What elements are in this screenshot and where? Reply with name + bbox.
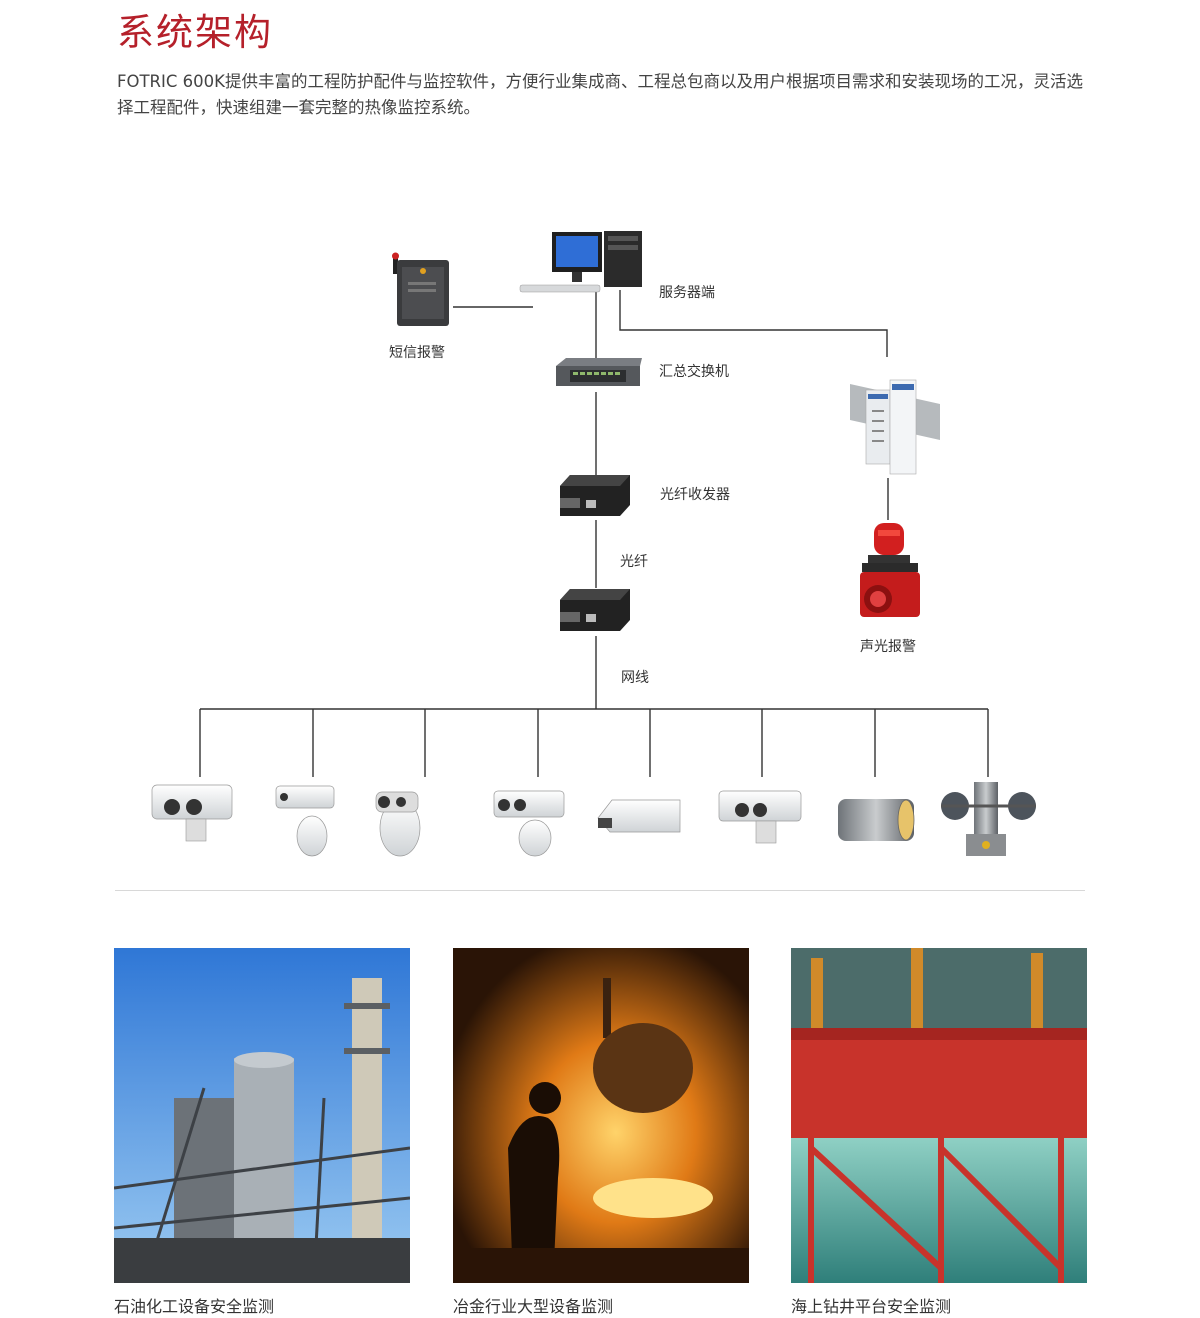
transceiver-label: 光纤收发器 — [660, 487, 730, 503]
network-switch-icon — [556, 358, 642, 386]
io-module-icon — [850, 379, 940, 475]
metallurgy-photo — [453, 948, 749, 1283]
fiber-transceiver-icon-2 — [560, 589, 630, 631]
page-title: 系统架构 — [117, 11, 273, 54]
camera-icon-6 — [718, 790, 802, 844]
sms-alarm-label: 短信报警 — [389, 345, 445, 361]
offshore-platform-photo — [791, 948, 1087, 1283]
connection-lines — [199, 288, 989, 777]
camera-icon-7 — [838, 799, 915, 841]
camera-icon-5 — [597, 799, 681, 833]
camera-icon-4 — [493, 790, 565, 857]
fiber-transceiver-icon — [560, 475, 630, 516]
application-card-petrochemical: 石油化工设备安全监测 — [114, 948, 410, 1317]
petrochemical-photo — [114, 948, 410, 1283]
system-architecture-diagram: 服务器端 短信报警 汇总交换机 光纤收发器 光纤 — [151, 231, 1036, 857]
camera-icon-3 — [375, 791, 421, 857]
cable-label: 网线 — [621, 670, 649, 686]
sms-alarm-device-icon — [392, 252, 449, 326]
sound-light-alarm-icon — [860, 523, 920, 617]
caption-offshore: 海上钻井平台安全监测 — [791, 1297, 952, 1316]
caption-petrochemical: 石油化工设备安全监测 — [114, 1297, 275, 1316]
alarm-label: 声光报警 — [860, 639, 916, 655]
switch-label: 汇总交换机 — [659, 363, 729, 380]
camera-icon-2 — [275, 785, 335, 857]
fiber-label: 光纤 — [620, 554, 648, 570]
application-card-offshore: 海上钻井平台安全监测 — [791, 948, 1087, 1317]
section-divider — [115, 890, 1085, 891]
intro-text: FOTRIC 600K提供丰富的工程防护配件与监控软件，方便行业集成商、工程总包… — [117, 72, 1083, 117]
server-computer-icon — [519, 231, 642, 293]
server-label: 服务器端 — [659, 285, 715, 301]
caption-metallurgy: 冶金行业大型设备监测 — [453, 1297, 614, 1316]
camera-icon-8 — [941, 782, 1036, 856]
camera-icon-1 — [151, 784, 233, 842]
application-card-metallurgy: 冶金行业大型设备监测 — [453, 948, 749, 1317]
